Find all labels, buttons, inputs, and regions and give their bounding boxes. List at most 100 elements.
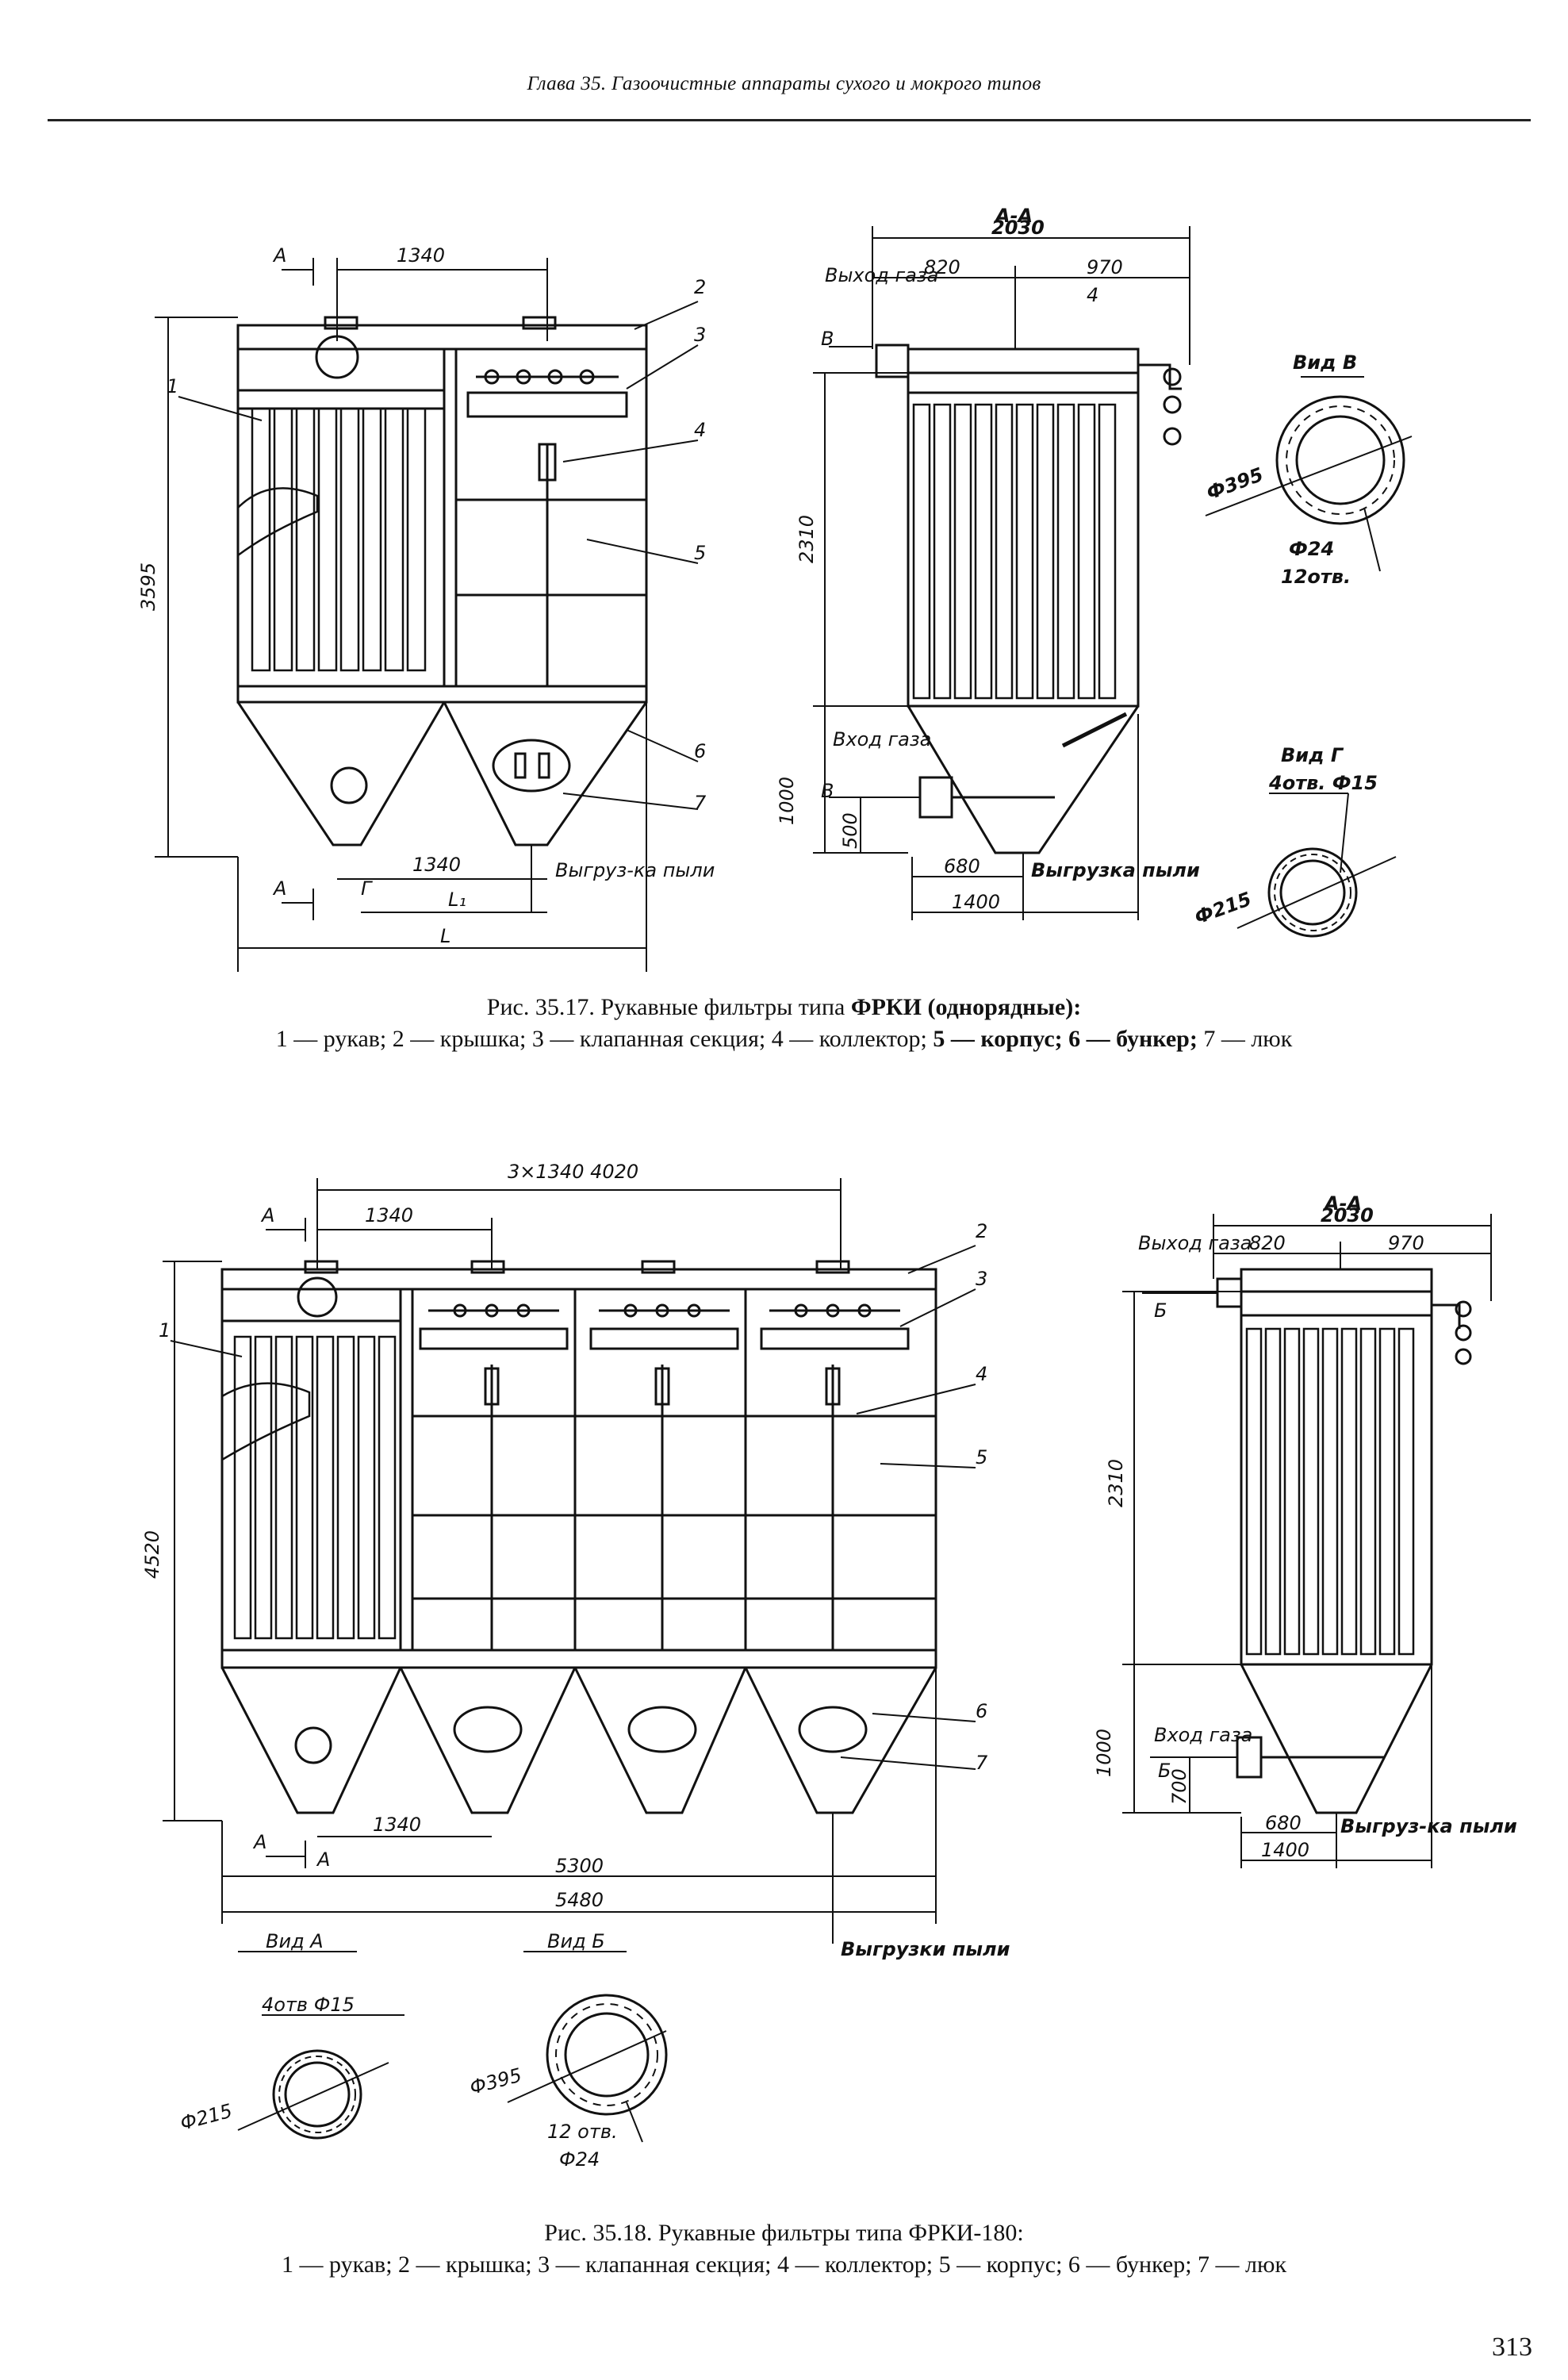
fig18-label-b-top: Б — [1154, 1299, 1167, 1322]
fig18-gas-in: Вход газа — [1154, 1724, 1252, 1746]
fig17-section-a-top: A — [272, 244, 286, 267]
fig17-caption-title: Рис. 35.17. Рукавные фильтры типа — [486, 994, 845, 1020]
fig18-caption-title: Рис. 35.18. Рукавные фильтры типа ФРКИ-1… — [544, 2220, 1024, 2246]
fig18-view-b-title: Вид Б — [547, 1930, 605, 1952]
fig17-caption-part-1: 1 — рукав; 2 — крышка; 3 — клапанная сек… — [275, 1026, 927, 1052]
fig17-side-callout-4: 4 — [1087, 284, 1098, 306]
fig17-view-v — [1205, 376, 1413, 572]
fig18-side-dim-right: 970 — [1388, 1232, 1424, 1254]
fig17-callout-2: 2 — [694, 276, 706, 298]
fig18-view-a — [237, 1951, 404, 2140]
fig18-dim-700: 700 — [1168, 1768, 1190, 1805]
fig18-dim-1400: 1400 — [1261, 1839, 1309, 1861]
fig18-unload-label: Выгрузки пыли — [841, 1938, 1010, 1960]
header-rule — [48, 119, 1531, 121]
fig18-front-view — [163, 1178, 976, 1944]
fig18-section-a-bottom: A — [252, 1831, 266, 1853]
fig17-view-g-dia: Ф215 — [1191, 888, 1254, 929]
fig18-view-b — [507, 1951, 668, 2143]
fig18-label-b-bottom: Б — [1158, 1760, 1171, 1782]
fig18-view-b-labels: Вид Б Ф395 12 отв. Ф24 — [467, 1930, 617, 2171]
fig17-callout-6: 6 — [694, 740, 706, 762]
fig18-section-a-top: A — [260, 1204, 274, 1226]
fig17-side-dim-left: 820 — [924, 256, 960, 278]
fig17-dim-bottom-inner: 1340 — [412, 854, 461, 876]
fig18-dim-height: 4520 — [141, 1530, 163, 1579]
fig18-callout-3: 3 — [976, 1268, 987, 1290]
fig17-caption: Рис. 35.17. Рукавные фильтры типа ФРКИ (… — [0, 992, 1568, 1055]
fig18-side-dim-total: 2030 — [1321, 1204, 1374, 1226]
fig17-view-g-title: Вид Г — [1281, 744, 1344, 766]
fig18-callout-1: 1 — [159, 1319, 171, 1342]
fig18-dim-sub: 1340 — [365, 1204, 413, 1226]
fig18-side-labels: A-A 2030 820 970 Выход газа Б 2310 Вход … — [1093, 1192, 1517, 1861]
fig17-side-title: A-A — [994, 205, 1033, 227]
fig17-side-unload: Выгрузка пыли — [1031, 859, 1200, 881]
fig17-front-labels: 1340 3595 1340 L₁ L A A Г Выгруз-ка пыли… — [137, 244, 715, 947]
fig17-side-dim-right: 970 — [1087, 256, 1123, 278]
fig17-dim-top: 1340 — [397, 244, 445, 267]
fig17-dim-1400: 1400 — [952, 891, 1000, 913]
fig17-callout-4: 4 — [694, 419, 706, 441]
fig18-callout-4: 4 — [976, 1363, 987, 1385]
fig17-view-g-holes: 4отв. Ф15 — [1268, 772, 1378, 794]
fig18-view-a-title: Вид А — [266, 1930, 324, 1952]
fig18-view-b-hole-dia: Ф24 — [559, 2148, 600, 2171]
fig17-caption-part-2: 5 — корпус; 6 — бункер; — [933, 1026, 1198, 1052]
fig17-view-g — [1236, 793, 1397, 938]
fig18-drawing: 3×1340 4020 1340 4520 1340 5300 5480 A A… — [141, 1161, 1517, 2171]
fig18-view-a-holes: 4отв Ф15 — [262, 1994, 355, 2016]
fig17-gas-out: Выход газа — [825, 264, 938, 286]
fig18-dim-1000: 1000 — [1093, 1729, 1115, 1777]
page-header: Глава 35. Газоочистные аппараты сухого и… — [527, 73, 1041, 94]
fig18-callout-2: 2 — [976, 1220, 987, 1242]
fig17-dim-2310: 2310 — [796, 515, 818, 563]
fig17-label-v-bottom: В — [821, 780, 834, 802]
fig17-drawing: 1340 3595 1340 L₁ L A A Г Выгруз-ка пыли… — [137, 205, 1413, 972]
fig18-callout-5: 5 — [976, 1446, 987, 1468]
fig17-view-v-hole-dia: Ф24 — [1289, 538, 1334, 560]
fig18-view-b-dia: Ф395 — [467, 2064, 523, 2099]
fig18-caption-legend: 1 — рукав; 2 — крышка; 3 — клапанная сек… — [281, 2251, 1287, 2278]
fig18-callout-7: 7 — [976, 1752, 988, 1774]
fig17-gas-in: Вход газа — [833, 728, 931, 750]
fig17-unload-label: Выгруз-ка пыли — [555, 859, 715, 881]
fig17-side-labels: A-A 2030 820 970 4 Выход газа В 2310 Вхо… — [776, 205, 1200, 913]
fig17-side-dim-total: 2030 — [991, 217, 1045, 239]
fig17-view-g-labels: Вид Г 4отв. Ф15 Ф215 — [1191, 744, 1377, 929]
fig17-section-a-bottom: A — [272, 877, 286, 900]
fig18-side-dim-left: 820 — [1249, 1232, 1286, 1254]
fig18-callout-6: 6 — [976, 1700, 987, 1722]
fig18-view-b-holes: 12 отв. — [547, 2121, 618, 2143]
fig17-front-view — [155, 258, 699, 972]
fig17-side-view — [813, 226, 1190, 920]
fig17-caption-legend-line: 1 — рукав; 2 — крышка; 3 — клапанная сек… — [0, 1023, 1568, 1055]
fig17-callout-1: 1 — [167, 375, 178, 397]
fig18-label-a: A — [316, 1848, 330, 1871]
fig18-front-labels: 3×1340 4020 1340 4520 1340 5300 5480 A A… — [141, 1161, 1010, 1960]
page-number: 313 — [1492, 2332, 1532, 2362]
fig17-label-v-top: В — [821, 328, 834, 350]
fig17-view-v-holes: 12отв. — [1281, 566, 1351, 588]
fig18-gas-out: Выход газа — [1138, 1232, 1252, 1254]
fig18-caption: Рис. 35.18. Рукавные фильтры типа ФРКИ-1… — [0, 2217, 1568, 2281]
fig18-dim-680: 680 — [1265, 1812, 1302, 1834]
fig17-dim-1000: 1000 — [776, 777, 798, 825]
fig17-dim-height: 3595 — [137, 562, 159, 611]
fig18-side-view — [1122, 1214, 1492, 1868]
fig17-label-l: L — [440, 925, 450, 947]
fig17-dim-680: 680 — [944, 855, 980, 877]
fig17-view-v-labels: Вид В Ф395 Ф24 12отв. — [1203, 351, 1357, 588]
fig17-view-v-title: Вид В — [1293, 351, 1357, 374]
fig18-dim-top: 3×1340 4020 — [508, 1161, 638, 1183]
fig17-caption-title-bold: ФРКИ (однорядные): — [850, 994, 1082, 1020]
fig18-dim-2310: 2310 — [1105, 1459, 1127, 1507]
fig17-dim-500: 500 — [839, 812, 861, 849]
fig17-caption-part-3: 7 — люк — [1203, 1026, 1293, 1052]
fig17-label-l1: L₁ — [448, 889, 466, 911]
fig17-callout-7: 7 — [694, 792, 707, 814]
fig17-view-v-dia: Ф395 — [1203, 463, 1266, 505]
fig17-callout-3: 3 — [694, 324, 706, 346]
fig17-callout-5: 5 — [694, 542, 706, 564]
fig18-side-unload: Выгруз-ка пыли — [1340, 1815, 1517, 1837]
